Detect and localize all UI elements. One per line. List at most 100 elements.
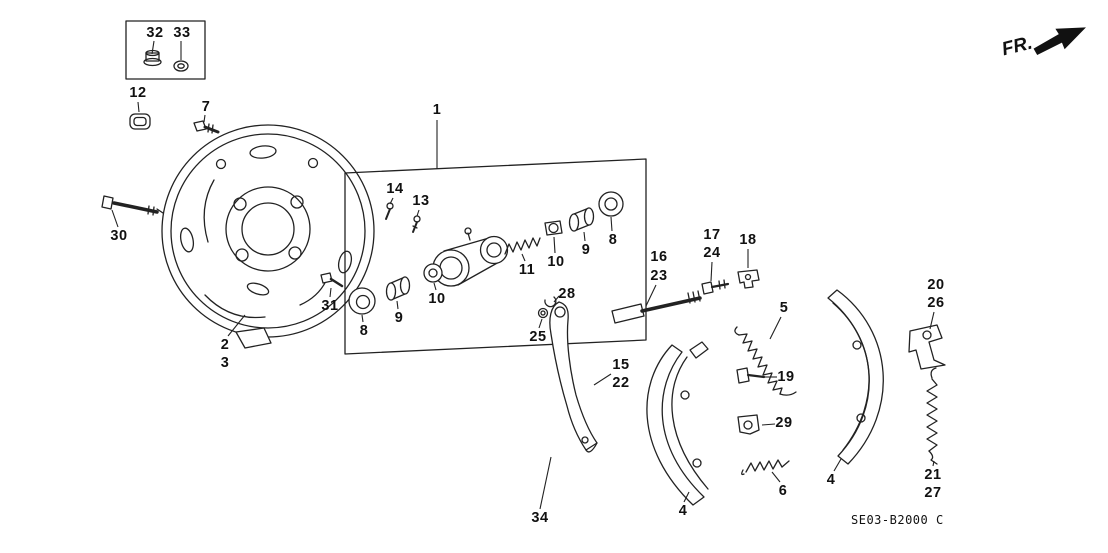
part-piston-9 bbox=[568, 207, 595, 232]
callout-8-upper: 8 bbox=[608, 232, 618, 248]
leader-line-14 bbox=[389, 197, 394, 205]
callout-17: 17 bbox=[703, 227, 721, 243]
leader-line-25 bbox=[538, 318, 543, 329]
callout-5: 5 bbox=[779, 300, 789, 316]
leader-line-8-lower bbox=[361, 314, 364, 323]
callout-23: 23 bbox=[650, 268, 668, 284]
callout-12: 12 bbox=[129, 85, 147, 101]
leader-line-2 bbox=[227, 314, 246, 337]
part-bolt-17-24 bbox=[701, 279, 730, 295]
part-cup-10-lower bbox=[423, 263, 443, 283]
part-brake-shoe-left bbox=[646, 341, 709, 506]
part-screw-13 bbox=[412, 215, 421, 233]
leader-line-9-upper bbox=[583, 231, 586, 242]
part-clip-28 bbox=[544, 296, 557, 308]
part-boot-8-lower bbox=[348, 287, 376, 315]
leader-line-31 bbox=[329, 287, 332, 298]
hardware-inset-box bbox=[125, 20, 206, 80]
callout-15: 15 bbox=[612, 357, 630, 373]
leader-line-11 bbox=[521, 253, 526, 262]
callout-27: 27 bbox=[924, 485, 942, 501]
part-return-spring-5 bbox=[734, 326, 797, 396]
part-boot-8-upper bbox=[598, 191, 624, 217]
leader-line-24 bbox=[710, 261, 713, 282]
callout-20: 20 bbox=[927, 277, 945, 293]
fr-arrow-icon bbox=[1033, 27, 1086, 55]
part-bolt-7 bbox=[193, 120, 220, 134]
diagram-code: SE03-B2000 C bbox=[851, 513, 944, 527]
callout-22: 22 bbox=[612, 375, 630, 391]
part-washer-33 bbox=[173, 60, 189, 72]
part-spring-11 bbox=[504, 237, 541, 255]
callout-10-upper: 10 bbox=[547, 254, 565, 270]
part-backing-plate bbox=[161, 124, 375, 349]
callout-31: 31 bbox=[321, 298, 339, 314]
leader-line-26 bbox=[929, 311, 935, 330]
callout-1: 1 bbox=[432, 102, 442, 118]
leader-line-7 bbox=[203, 114, 206, 123]
part-spring-6 bbox=[741, 459, 790, 476]
callout-30: 30 bbox=[110, 228, 128, 244]
part-clevis-18 bbox=[737, 269, 760, 289]
part-nut-10 bbox=[544, 220, 563, 236]
callout-6: 6 bbox=[778, 483, 788, 499]
callout-14: 14 bbox=[386, 181, 404, 197]
callout-4-right: 4 bbox=[826, 472, 836, 488]
leader-line-32 bbox=[151, 40, 155, 55]
part-adjuster-rod-16-23 bbox=[611, 290, 702, 324]
callout-9-upper: 9 bbox=[581, 242, 591, 258]
part-pin-30 bbox=[101, 195, 167, 216]
callout-32: 32 bbox=[146, 25, 164, 41]
callout-2: 2 bbox=[220, 337, 230, 353]
leader-line-6 bbox=[771, 471, 781, 483]
leader-line-10-lower bbox=[433, 282, 437, 291]
callout-29: 29 bbox=[775, 415, 793, 431]
leader-line-27 bbox=[932, 460, 935, 467]
callout-11: 11 bbox=[518, 262, 536, 278]
callout-28: 28 bbox=[558, 286, 576, 302]
leader-line-10-upper bbox=[553, 236, 556, 254]
leader-lines bbox=[111, 40, 935, 510]
callout-25: 25 bbox=[529, 329, 547, 345]
leader-line-34 bbox=[539, 456, 552, 510]
leader-line-9-lower bbox=[396, 300, 399, 310]
leader-line-8-upper bbox=[610, 216, 613, 232]
leader-line-13 bbox=[416, 209, 420, 217]
part-spring-21-27 bbox=[926, 367, 938, 465]
leader-line-29 bbox=[761, 423, 776, 426]
callout-34: 34 bbox=[531, 510, 549, 526]
part-bracket-20-26 bbox=[908, 324, 946, 370]
leader-line-23 bbox=[645, 284, 657, 307]
leader-line-28 bbox=[553, 295, 560, 303]
leader-line-4-left bbox=[683, 491, 690, 503]
callout-3: 3 bbox=[220, 355, 230, 371]
leader-line-4-right bbox=[833, 458, 842, 472]
callout-18: 18 bbox=[739, 232, 757, 248]
part-piston-9-lower bbox=[385, 276, 411, 301]
callout-9-lower: 9 bbox=[394, 310, 404, 326]
part-wheel-cylinder bbox=[432, 227, 509, 287]
callout-4-left: 4 bbox=[678, 503, 688, 519]
callout-8-lower: 8 bbox=[359, 323, 369, 339]
part-pin-25 bbox=[537, 307, 549, 319]
leader-line-22 bbox=[593, 373, 612, 386]
leader-line-5 bbox=[769, 316, 782, 340]
callout-10-lower: 10 bbox=[428, 291, 446, 307]
part-parking-lever-15-22 bbox=[549, 301, 598, 453]
callout-26: 26 bbox=[927, 295, 945, 311]
part-connector-29 bbox=[737, 414, 760, 435]
callout-19: 19 bbox=[777, 369, 795, 385]
part-brake-shoe-right bbox=[827, 289, 884, 465]
callout-13: 13 bbox=[412, 193, 430, 209]
callout-16: 16 bbox=[650, 249, 668, 265]
part-grommet-12 bbox=[129, 113, 151, 130]
callout-7: 7 bbox=[201, 99, 211, 115]
cylinder-kit-box bbox=[344, 158, 647, 355]
callout-33: 33 bbox=[173, 25, 191, 41]
part-bleeder-screw-14 bbox=[385, 202, 394, 220]
callout-21: 21 bbox=[924, 467, 942, 483]
part-bolt-31 bbox=[320, 272, 344, 288]
leader-line-12 bbox=[137, 101, 140, 113]
